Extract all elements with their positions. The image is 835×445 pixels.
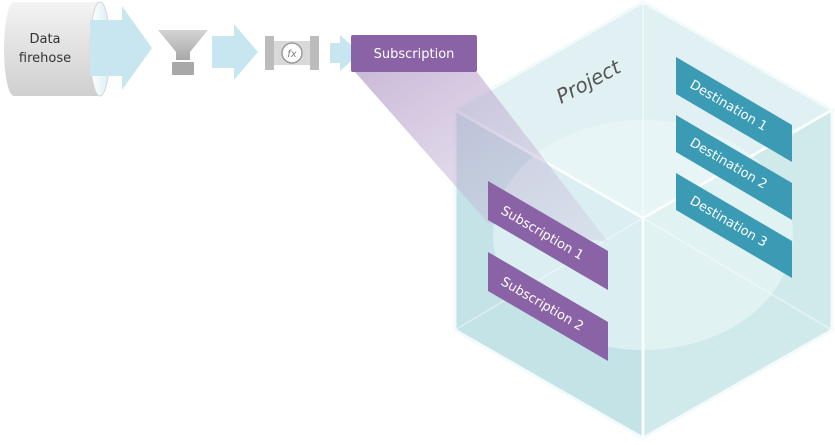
firehose-cylinder: [4, 2, 100, 96]
cube-back-edge: [454, 217, 644, 331]
firehose-label-line1: Data: [29, 32, 60, 47]
subscription-node[interactable]: Subscription: [351, 35, 477, 72]
subscription-projection-beam: [355, 72, 608, 242]
flow-arrow-1: [90, 6, 152, 90]
cube-back-edge: [642, 217, 833, 331]
flow-arrow-3: [330, 35, 360, 71]
flow-arrow-2: [212, 24, 258, 80]
flow-arrows: [90, 6, 360, 90]
fx-glyph: fx: [287, 49, 297, 60]
subscription-node-label: Subscription: [374, 47, 455, 62]
firehose-label-line2: firehose: [19, 51, 71, 66]
transform-function-icon: fx: [265, 36, 319, 70]
filter-funnel-icon: [158, 30, 208, 75]
